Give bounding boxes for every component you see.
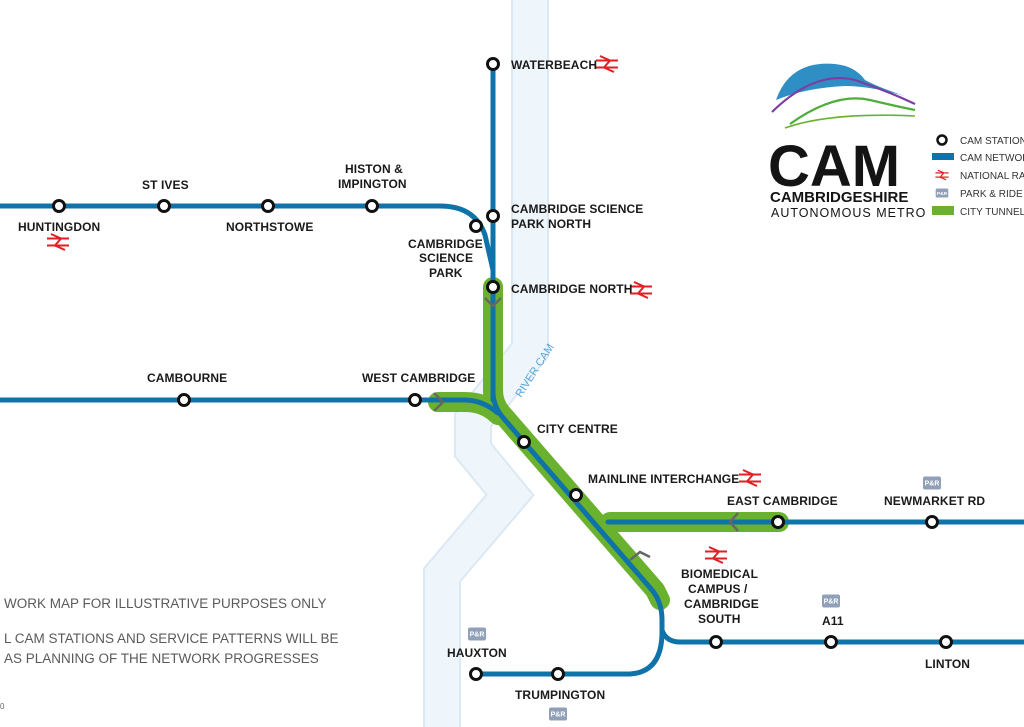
station-biomedical-campus[interactable] [709, 635, 723, 649]
cam-network-lines [0, 61, 1024, 677]
tunnel-line-icon [932, 206, 954, 215]
legend-label-network: CAM NETWOR [960, 153, 1024, 164]
legend: CAM STATION CAM NETWOR NATIONAL RAI P&R … [932, 134, 1024, 218]
national-rail-markers [46, 55, 762, 564]
legend-label-rail: NATIONAL RAI [960, 171, 1024, 182]
station-cambridge-science-park[interactable] [469, 219, 483, 233]
station-cambridge-science-park-north[interactable] [486, 209, 500, 223]
label-huntingdon: HUNTINGDON [18, 220, 100, 234]
station-hauxton[interactable] [469, 667, 483, 681]
logo-wordmark: CAM [768, 134, 900, 199]
logo-line-1: CAMBRIDGESHIRE [770, 189, 908, 206]
label-cambourne: CAMBOURNE [147, 371, 227, 385]
station-trumpington[interactable] [551, 667, 565, 681]
legend-label-tunnel: CITY TUNNEL [960, 207, 1024, 218]
label-west-cambridge: WEST CAMBRIDGE [362, 371, 475, 385]
station-cambourne[interactable] [177, 393, 191, 407]
label-csp-3: PARK [429, 266, 463, 280]
national-rail-icon [934, 169, 950, 181]
station-west-cambridge[interactable] [408, 393, 422, 407]
note-footer: 0 [0, 702, 5, 711]
label-newmarket-rd: NEWMARKET RD [884, 494, 985, 508]
logo-swoosh-icon [776, 63, 905, 100]
station-circle-icon [936, 134, 948, 146]
label-biomedical-2: CAMPUS / [688, 582, 748, 596]
station-huntingdon[interactable] [52, 199, 66, 213]
disclaimer: WORK MAP FOR ILLUSTRATIVE PURPOSES ONLY … [0, 596, 339, 711]
label-city-centre: CITY CENTRE [537, 422, 618, 436]
station-mainline-interchange[interactable] [569, 488, 583, 502]
park-and-ride-markers: P&R P&R P&R P&R [468, 476, 941, 721]
park-and-ride-icon: P&R [549, 707, 567, 721]
label-waterbeach: WATERBEACH [511, 58, 597, 72]
network-line-icon [932, 153, 954, 160]
station-newmarket-rd[interactable] [925, 515, 939, 529]
note-line-2: L CAM STATIONS AND SERVICE PATTERNS WILL… [4, 631, 339, 646]
station-cambridge-north[interactable] [486, 280, 500, 294]
label-csp-north-1: CAMBRIDGE SCIENCE [511, 202, 643, 216]
label-trumpington: TRUMPINGTON [515, 688, 605, 702]
label-histon-1: HISTON & [345, 162, 403, 176]
label-biomedical-3: CAMBRIDGE [684, 597, 759, 611]
station-city-centre[interactable] [517, 435, 531, 449]
stations [52, 57, 953, 681]
tunnel-portals [433, 297, 739, 561]
svg-text:P&R: P&R [551, 712, 566, 719]
park-and-ride-icon: P&R [822, 594, 840, 608]
label-linton: LINTON [925, 657, 970, 671]
legend-label-station: CAM STATION [960, 136, 1024, 147]
national-rail-icon [738, 469, 762, 487]
label-cambridge-north: CAMBRIDGE NORTH [511, 282, 633, 296]
station-waterbeach[interactable] [486, 57, 500, 71]
svg-text:P&R: P&R [470, 632, 485, 639]
label-northstowe: NORTHSTOWE [226, 220, 313, 234]
label-histon-2: IMPINGTON [338, 177, 407, 191]
cam-logo: CAM CAMBRIDGESHIRE AUTONOMOUS METRO [768, 63, 926, 220]
station-northstowe[interactable] [261, 199, 275, 213]
label-a11: A11 [822, 614, 844, 628]
svg-text:P&R: P&R [937, 191, 948, 197]
label-mainline-interchange: MAINLINE INTERCHANGE [588, 472, 739, 486]
national-rail-icon [704, 546, 728, 564]
label-csp-1: CAMBRIDGE [408, 237, 483, 251]
logo-line-2: AUTONOMOUS METRO [771, 206, 926, 220]
station-a11[interactable] [824, 635, 838, 649]
label-hauxton: HAUXTON [447, 646, 507, 660]
national-rail-icon [46, 233, 70, 251]
note-line-3: AS PLANNING OF THE NETWORK PROGRESSES [4, 651, 319, 666]
station-histon[interactable] [365, 199, 379, 213]
note-line-1: WORK MAP FOR ILLUSTRATIVE PURPOSES ONLY [4, 596, 327, 611]
national-rail-icon [629, 281, 653, 299]
svg-text:P&R: P&R [925, 481, 940, 488]
station-labels: WATERBEACH HUNTINGDON ST IVES NORTHSTOWE… [18, 58, 985, 702]
label-east-cambridge: EAST CAMBRIDGE [727, 494, 838, 508]
park-and-ride-icon: P&R [935, 188, 949, 198]
park-and-ride-icon: P&R [468, 627, 486, 641]
national-rail-icon [595, 55, 619, 73]
label-csp-north-2: PARK NORTH [511, 217, 591, 231]
svg-text:P&R: P&R [824, 599, 839, 606]
park-and-ride-icon: P&R [923, 476, 941, 490]
legend-label-park-ride: PARK & RIDE LO [960, 189, 1024, 200]
label-biomedical-4: SOUTH [698, 612, 741, 626]
label-st-ives: ST IVES [142, 178, 189, 192]
label-biomedical-1: BIOMEDICAL [681, 567, 758, 581]
label-csp-2: SCIENCE [419, 251, 473, 265]
station-st-ives[interactable] [157, 199, 171, 213]
station-east-cambridge[interactable] [771, 515, 785, 529]
station-linton[interactable] [939, 635, 953, 649]
